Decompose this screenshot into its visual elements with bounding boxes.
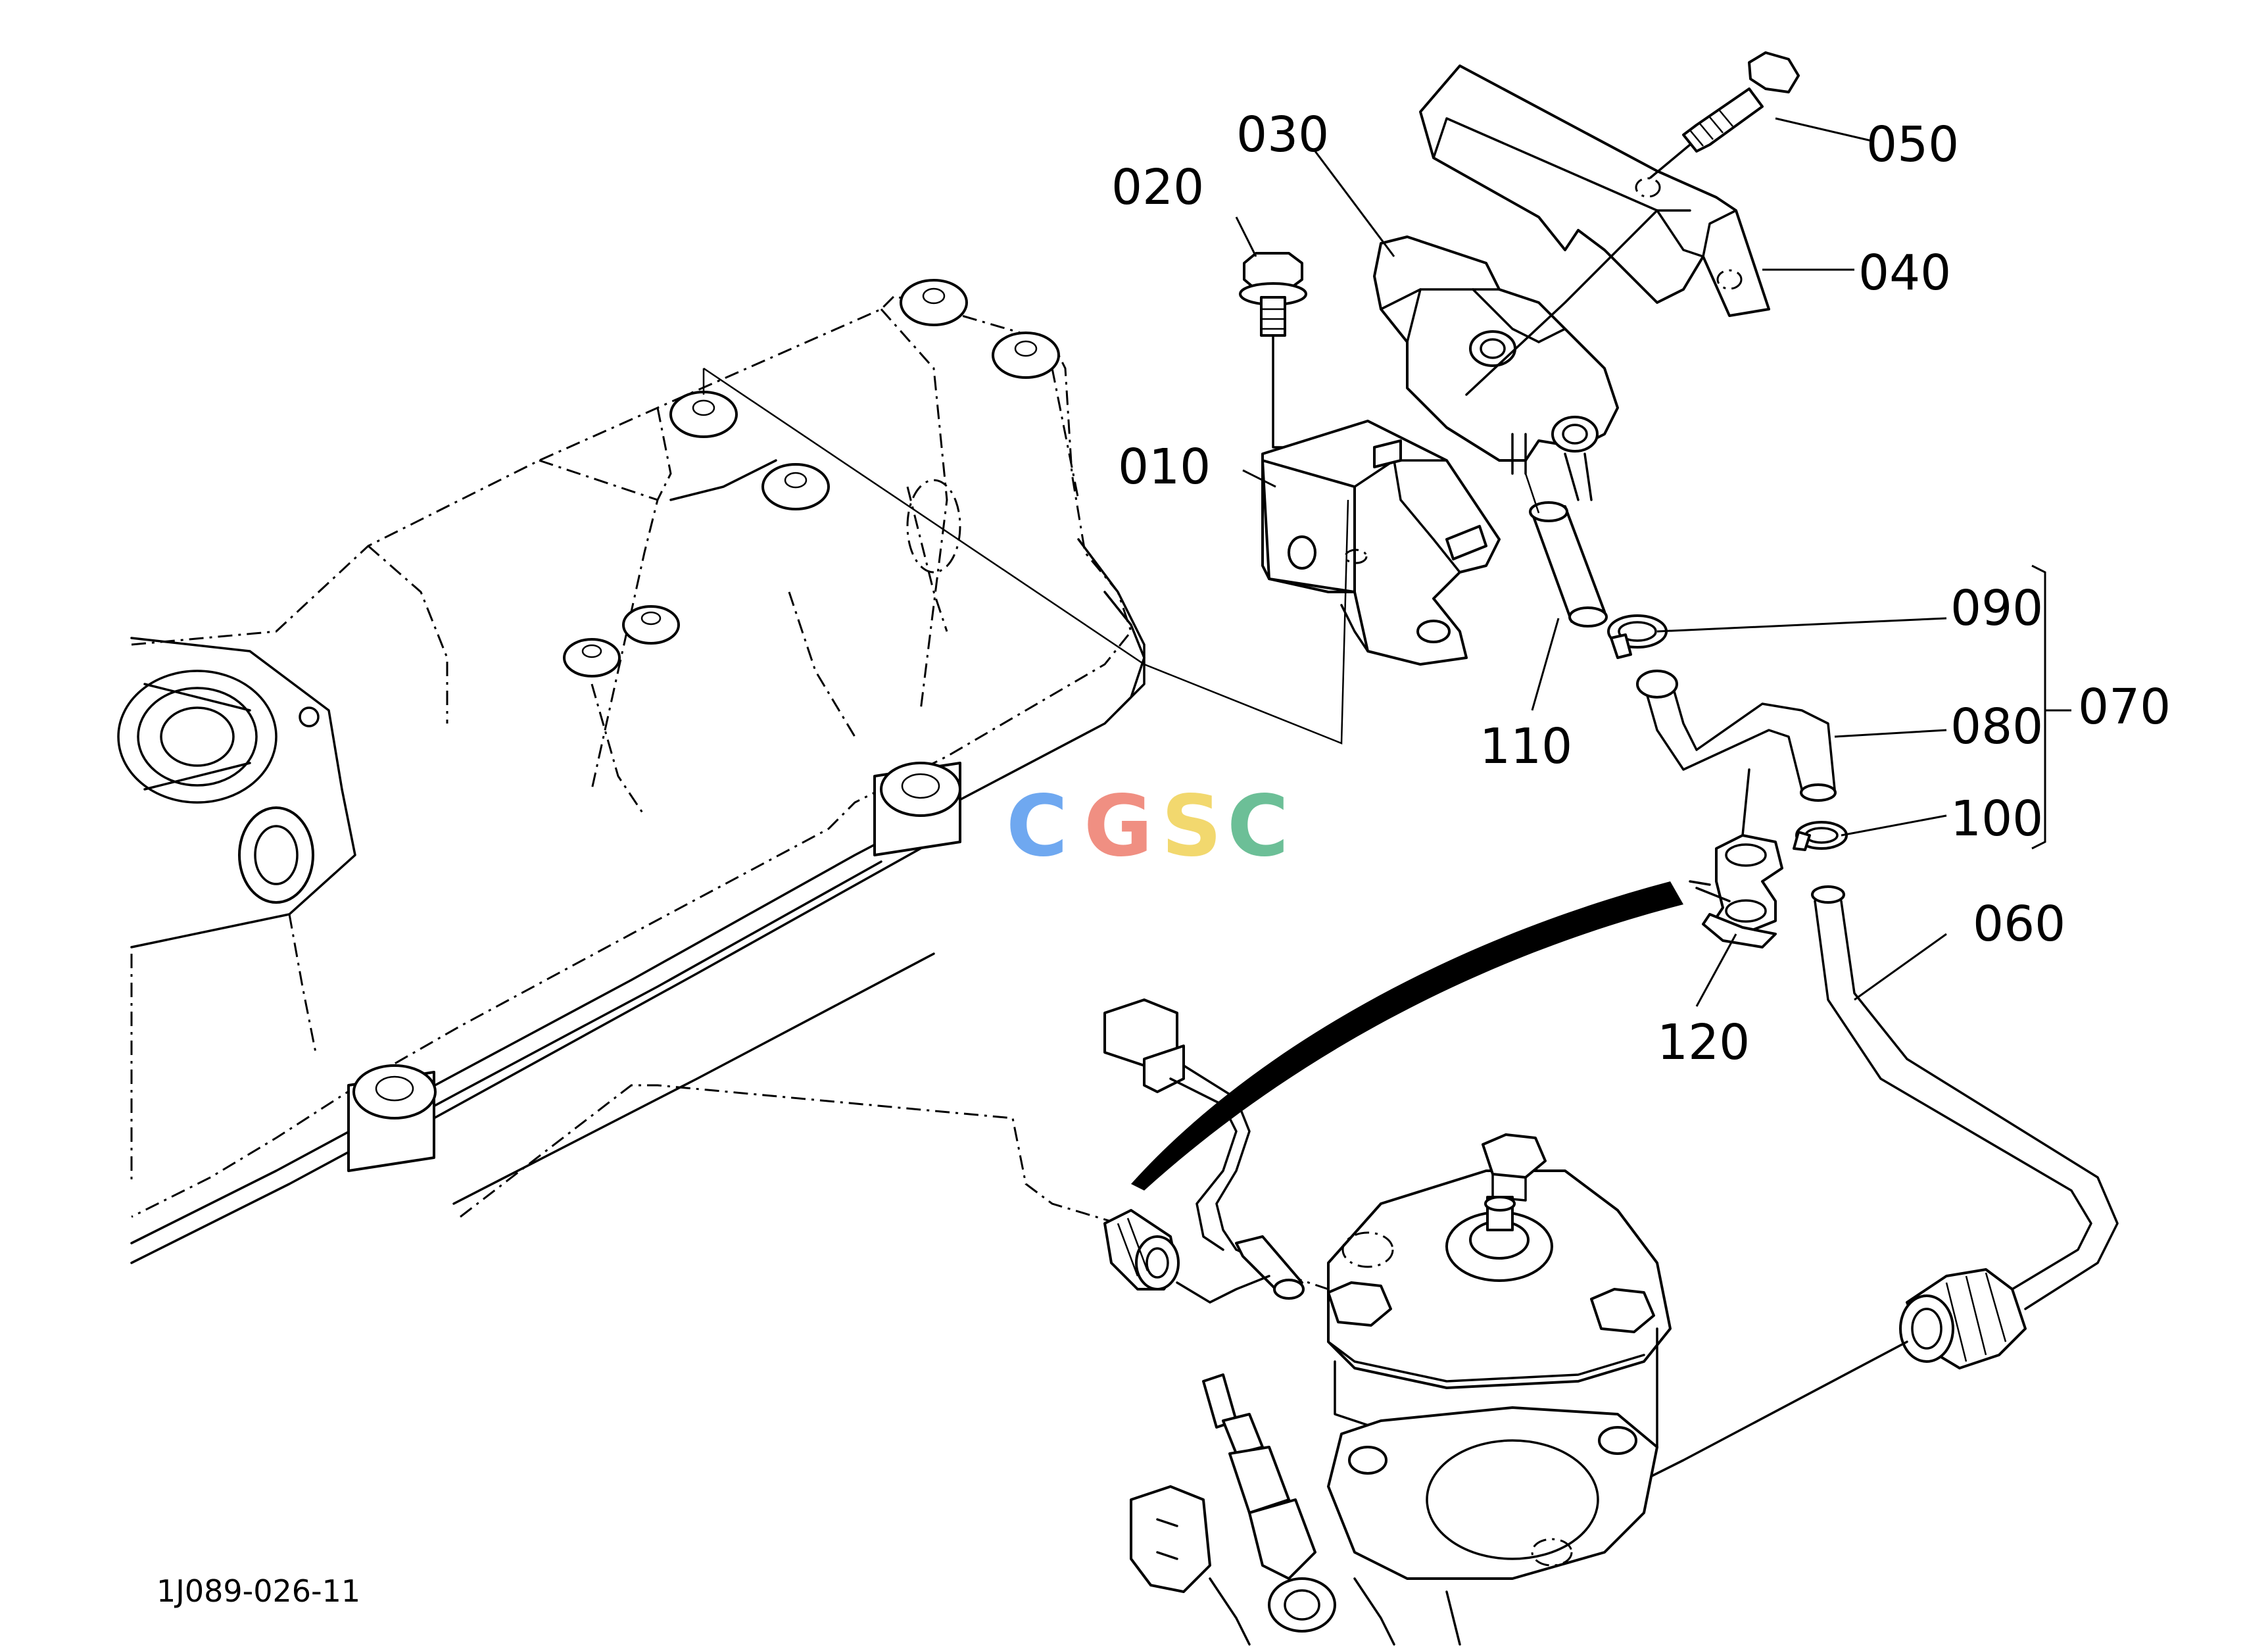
- callout-090: 090: [1950, 580, 2043, 637]
- callout-100: 100: [1950, 791, 2043, 847]
- assembly-line-sleeve: [1524, 473, 1540, 514]
- callout-110: 110: [1480, 718, 1572, 775]
- sleeve-110: [1529, 501, 1608, 627]
- bolt-050: [1649, 51, 1800, 179]
- hose-080: [1636, 670, 1837, 802]
- callout-030: 030: [1236, 107, 1329, 163]
- callout-060: 060: [1973, 896, 2065, 952]
- watermark-letter-2: G: [1084, 777, 1153, 875]
- callout-020: 020: [1111, 159, 1204, 216]
- cover-040: [1419, 64, 1770, 396]
- watermark-logo: C G S C: [1006, 777, 1289, 875]
- assembly-line-bracket: [702, 367, 1349, 745]
- sensor-030: [1373, 235, 1619, 501]
- fitting-left: [1103, 1209, 1270, 1304]
- pipe-060: [1551, 885, 2119, 1527]
- callout-050: 050: [1866, 116, 1959, 173]
- drawing-code: 1J089-026-11: [157, 1573, 360, 1609]
- callout-040: 040: [1858, 245, 1951, 301]
- watermark-letter-4: C: [1227, 777, 1289, 875]
- watermark-letter-3: S: [1161, 777, 1222, 875]
- connector-lead: [1103, 998, 1329, 1300]
- flange-bolt-020: [1239, 252, 1316, 449]
- callout-010: 010: [1118, 439, 1211, 495]
- clip-120: [1689, 768, 1783, 948]
- clamp-100: [1793, 821, 1848, 851]
- callout-120: 120: [1657, 1014, 1750, 1071]
- callout-080: 080: [1950, 699, 2043, 755]
- callout-070: 070: [2078, 679, 2171, 735]
- bracket-010: [1261, 420, 1501, 666]
- engine-block-outline: [117, 279, 1146, 1264]
- leader-lines: [1235, 117, 2071, 1007]
- clamp-090: [1607, 614, 1668, 659]
- injection-pump: [1130, 1133, 1672, 1646]
- watermark-letter-1: C: [1006, 777, 1068, 875]
- wire-harness: [1131, 881, 1683, 1191]
